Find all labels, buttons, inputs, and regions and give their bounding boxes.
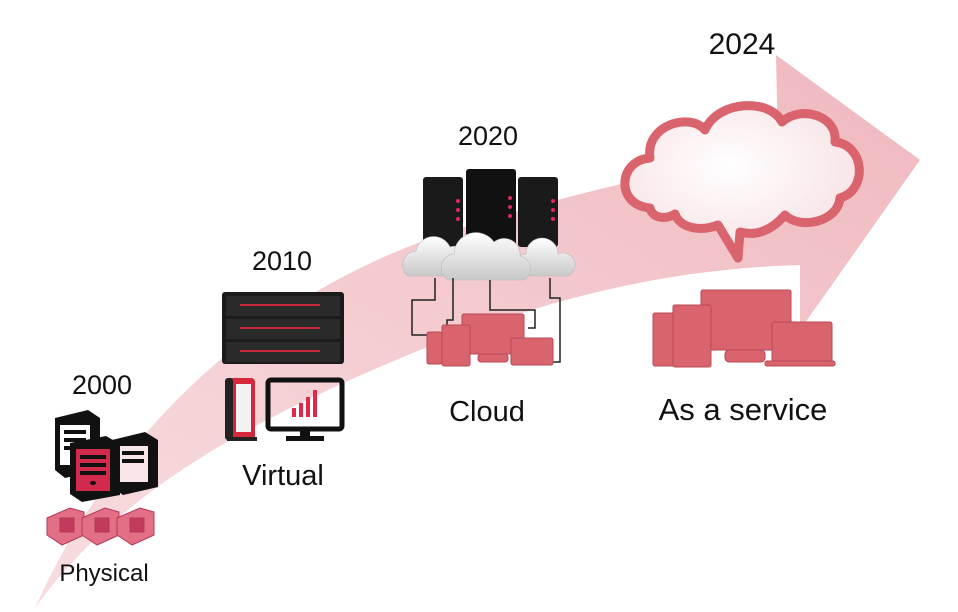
physical-servers-icon: [55, 410, 158, 502]
label-as-a-service: As a service: [658, 392, 828, 427]
thin-client-icon: [225, 378, 257, 441]
network-cables: [411, 278, 561, 363]
label-cloud: Cloud: [449, 396, 525, 428]
service-devices-icon: [652, 289, 836, 368]
year-2020: 2020: [457, 121, 519, 151]
physical-monitors-icon: [46, 507, 155, 546]
label-virtual: Virtual: [242, 460, 324, 492]
cloud-icon: [402, 232, 576, 281]
monitor-chart-icon: [265, 377, 345, 441]
speech-cloud-icon: [620, 101, 864, 263]
label-physical: Physical: [59, 560, 149, 587]
year-2010: 2010: [251, 246, 313, 276]
year-2000: 2000: [71, 370, 133, 400]
cloud-devices-icon: [426, 313, 554, 367]
year-2024: 2024: [708, 28, 776, 61]
rack-server-icon: [222, 292, 344, 364]
cloud-servers-icon: [423, 169, 558, 249]
